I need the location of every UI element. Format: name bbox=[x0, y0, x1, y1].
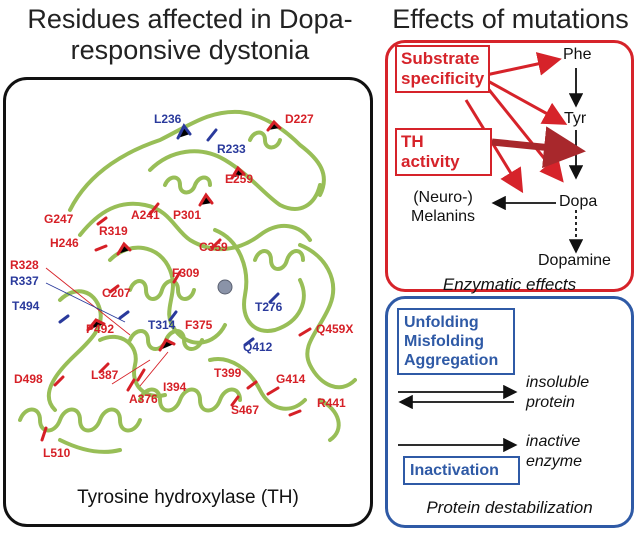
residue-label: T494 bbox=[12, 299, 40, 313]
enzymatic-caption: Enzymatic effects bbox=[442, 275, 577, 294]
residue-label: C207 bbox=[102, 286, 131, 300]
th-activity-box: TH activity bbox=[395, 128, 492, 176]
destabilization-caption: Protein destabilization bbox=[426, 498, 593, 517]
melanins-label: (Neuro-) Melanins bbox=[410, 189, 476, 225]
residue-label: L387 bbox=[91, 368, 119, 382]
residue-label: P301 bbox=[173, 208, 202, 222]
residue-label: D498 bbox=[14, 372, 43, 386]
residue-label: I394 bbox=[163, 380, 187, 394]
residue-label: A241 bbox=[131, 208, 160, 222]
residue-label: C359 bbox=[199, 240, 228, 254]
enzymatic-effects-panel bbox=[385, 40, 634, 292]
residue-label: P492 bbox=[86, 322, 115, 336]
residue-label: R319 bbox=[99, 224, 128, 238]
residue-label: T314 bbox=[148, 318, 176, 332]
residue-label: R328 bbox=[10, 258, 39, 272]
residue-label: T276 bbox=[255, 300, 283, 314]
residue-label: H246 bbox=[50, 236, 79, 250]
insoluble-protein-label: insoluble protein bbox=[526, 374, 590, 411]
left-title: Residues affected in Dopa-responsive dys… bbox=[27, 4, 353, 65]
protein-destabilization-panel bbox=[385, 296, 634, 528]
residue-label: T399 bbox=[214, 366, 242, 380]
phe-label: Phe bbox=[563, 46, 592, 63]
residue-label: F375 bbox=[185, 318, 213, 332]
residue-label: S467 bbox=[231, 403, 260, 417]
right-title: Effects of mutations bbox=[392, 4, 629, 34]
residue-label: L236 bbox=[154, 112, 182, 126]
residue-label: R233 bbox=[217, 142, 246, 156]
iron-atom-icon bbox=[217, 279, 233, 295]
residue-label: G414 bbox=[276, 372, 306, 386]
residue-label: R441 bbox=[317, 396, 346, 410]
residue-label: R337 bbox=[10, 274, 39, 288]
protein-caption: Tyrosine hydroxylase (TH) bbox=[77, 487, 299, 508]
dopamine-label: Dopamine bbox=[538, 252, 611, 269]
tyr-label: Tyr bbox=[564, 110, 587, 127]
dopa-label: Dopa bbox=[559, 193, 598, 210]
inactive-enzyme-label: inactive enzyme bbox=[526, 433, 583, 470]
protein-structure-panel bbox=[3, 77, 373, 527]
residue-label: F309 bbox=[172, 266, 200, 280]
residue-label: G247 bbox=[44, 212, 74, 226]
residue-label: Q412 bbox=[243, 340, 273, 354]
inactivation-box: Inactivation bbox=[403, 456, 520, 485]
residue-label: Q459X bbox=[316, 322, 354, 336]
residue-label: L510 bbox=[43, 446, 71, 460]
substrate-specificity-box: Substrate specificity bbox=[395, 45, 490, 93]
unfolding-misfolding-aggregation-box: Unfolding Misfolding Aggregation bbox=[397, 308, 515, 375]
residue-label: A376 bbox=[129, 392, 158, 406]
residue-label: D227 bbox=[285, 112, 314, 126]
residue-label: E259 bbox=[225, 172, 254, 186]
